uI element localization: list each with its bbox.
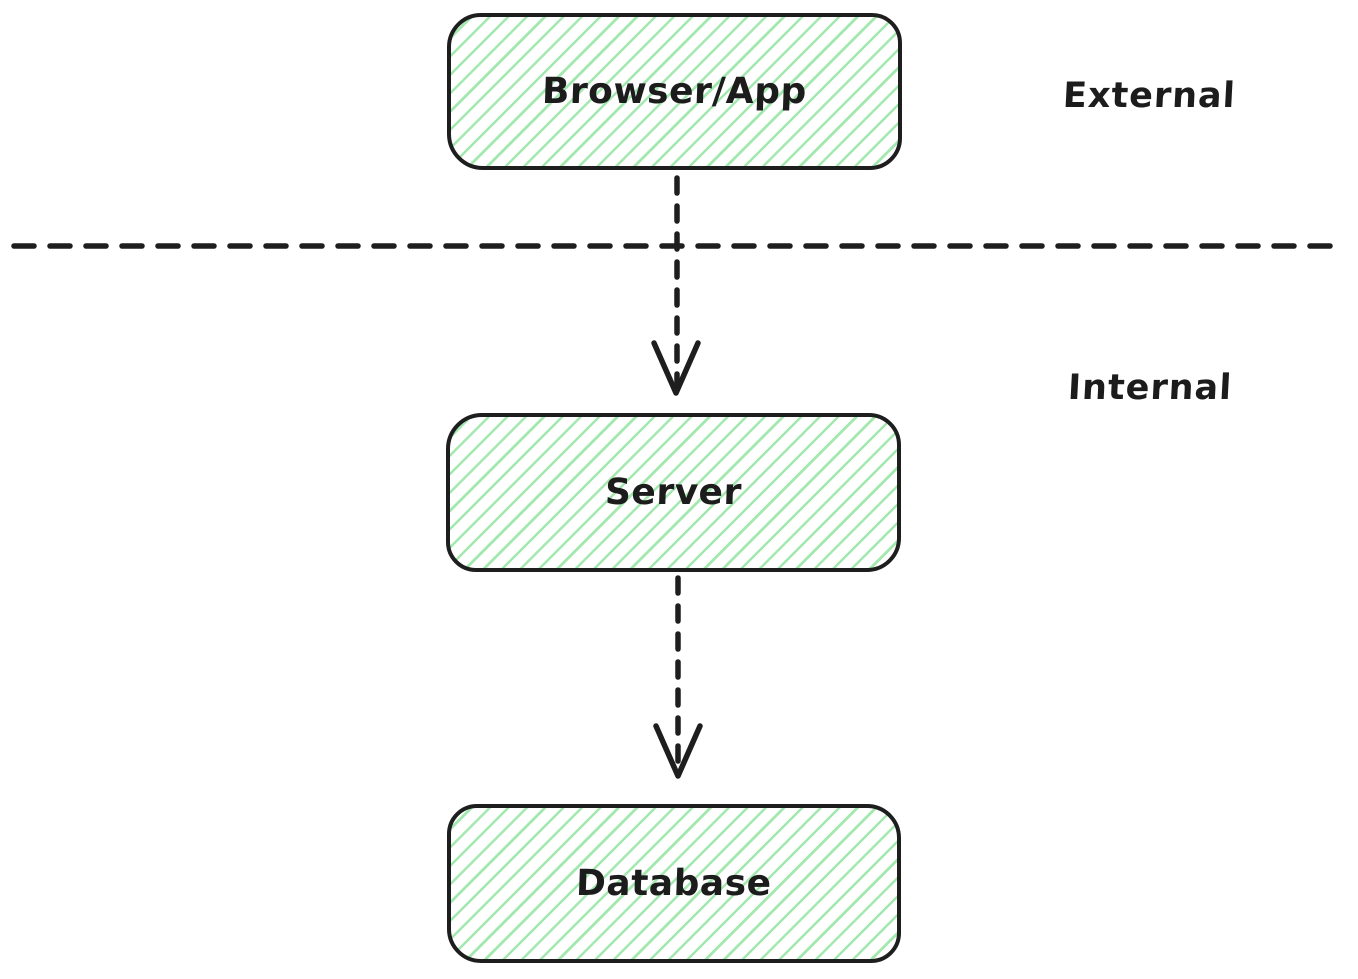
zone-label-internal: Internal [1066, 368, 1234, 408]
node-database: Database [447, 804, 901, 963]
arrow-browser-to-server [651, 175, 701, 396]
zone-label-external: External [1061, 76, 1237, 116]
node-browser-app-label: Browser/App [541, 71, 808, 112]
node-browser-app: Browser/App [447, 13, 902, 170]
node-database-label: Database [575, 863, 773, 904]
arrow-server-to-database [653, 575, 703, 779]
node-server: Server [446, 413, 901, 572]
node-server-label: Server [604, 472, 743, 513]
